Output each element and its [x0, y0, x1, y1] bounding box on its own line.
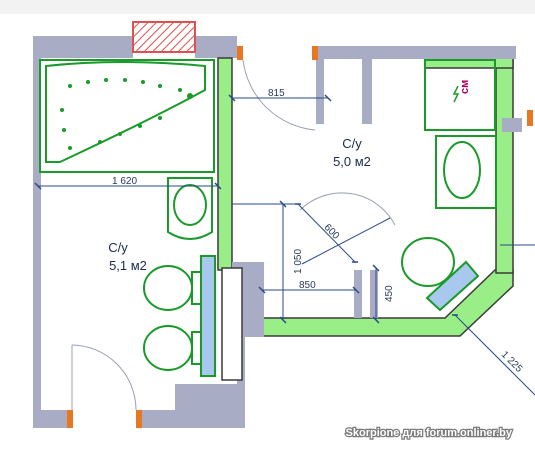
door-swings [71, 59, 396, 411]
sink-left [167, 177, 213, 240]
room-right-area: 5,0 м2 [333, 154, 371, 169]
door-frames [67, 46, 533, 428]
water-heater-icon [452, 85, 460, 103]
fixtures [39, 59, 497, 377]
toilet-left-upper [143, 265, 193, 311]
dimension-lines [38, 97, 535, 396]
dimension-ticks [34, 94, 458, 324]
wall-pillar [221, 267, 243, 381]
dimension-1050: 1 050 [293, 249, 304, 274]
toilet-right [401, 237, 455, 287]
water-heater [424, 59, 496, 131]
dimension-815: 815 [268, 88, 285, 99]
dimension-1620: 1 620 [112, 176, 137, 187]
installation-box-left [200, 255, 216, 377]
room-left-area: 5,1 м2 [109, 258, 147, 273]
sink-right [435, 135, 497, 209]
room-right-name: С/у [342, 136, 362, 151]
dimension-850: 850 [299, 280, 316, 291]
bathtub [39, 59, 215, 173]
water-heater-label: см [459, 80, 471, 94]
ventilation-shaft [132, 21, 196, 53]
toilet-left-lower [143, 325, 193, 371]
watermark: Skorpione для forum.onliner.by [346, 427, 513, 439]
room-left-name: С/у [108, 240, 128, 255]
dimension-450: 450 [384, 285, 395, 302]
dimension-600: 600 [322, 222, 342, 242]
top-fade [0, 0, 535, 14]
installation-box-right [425, 260, 480, 312]
